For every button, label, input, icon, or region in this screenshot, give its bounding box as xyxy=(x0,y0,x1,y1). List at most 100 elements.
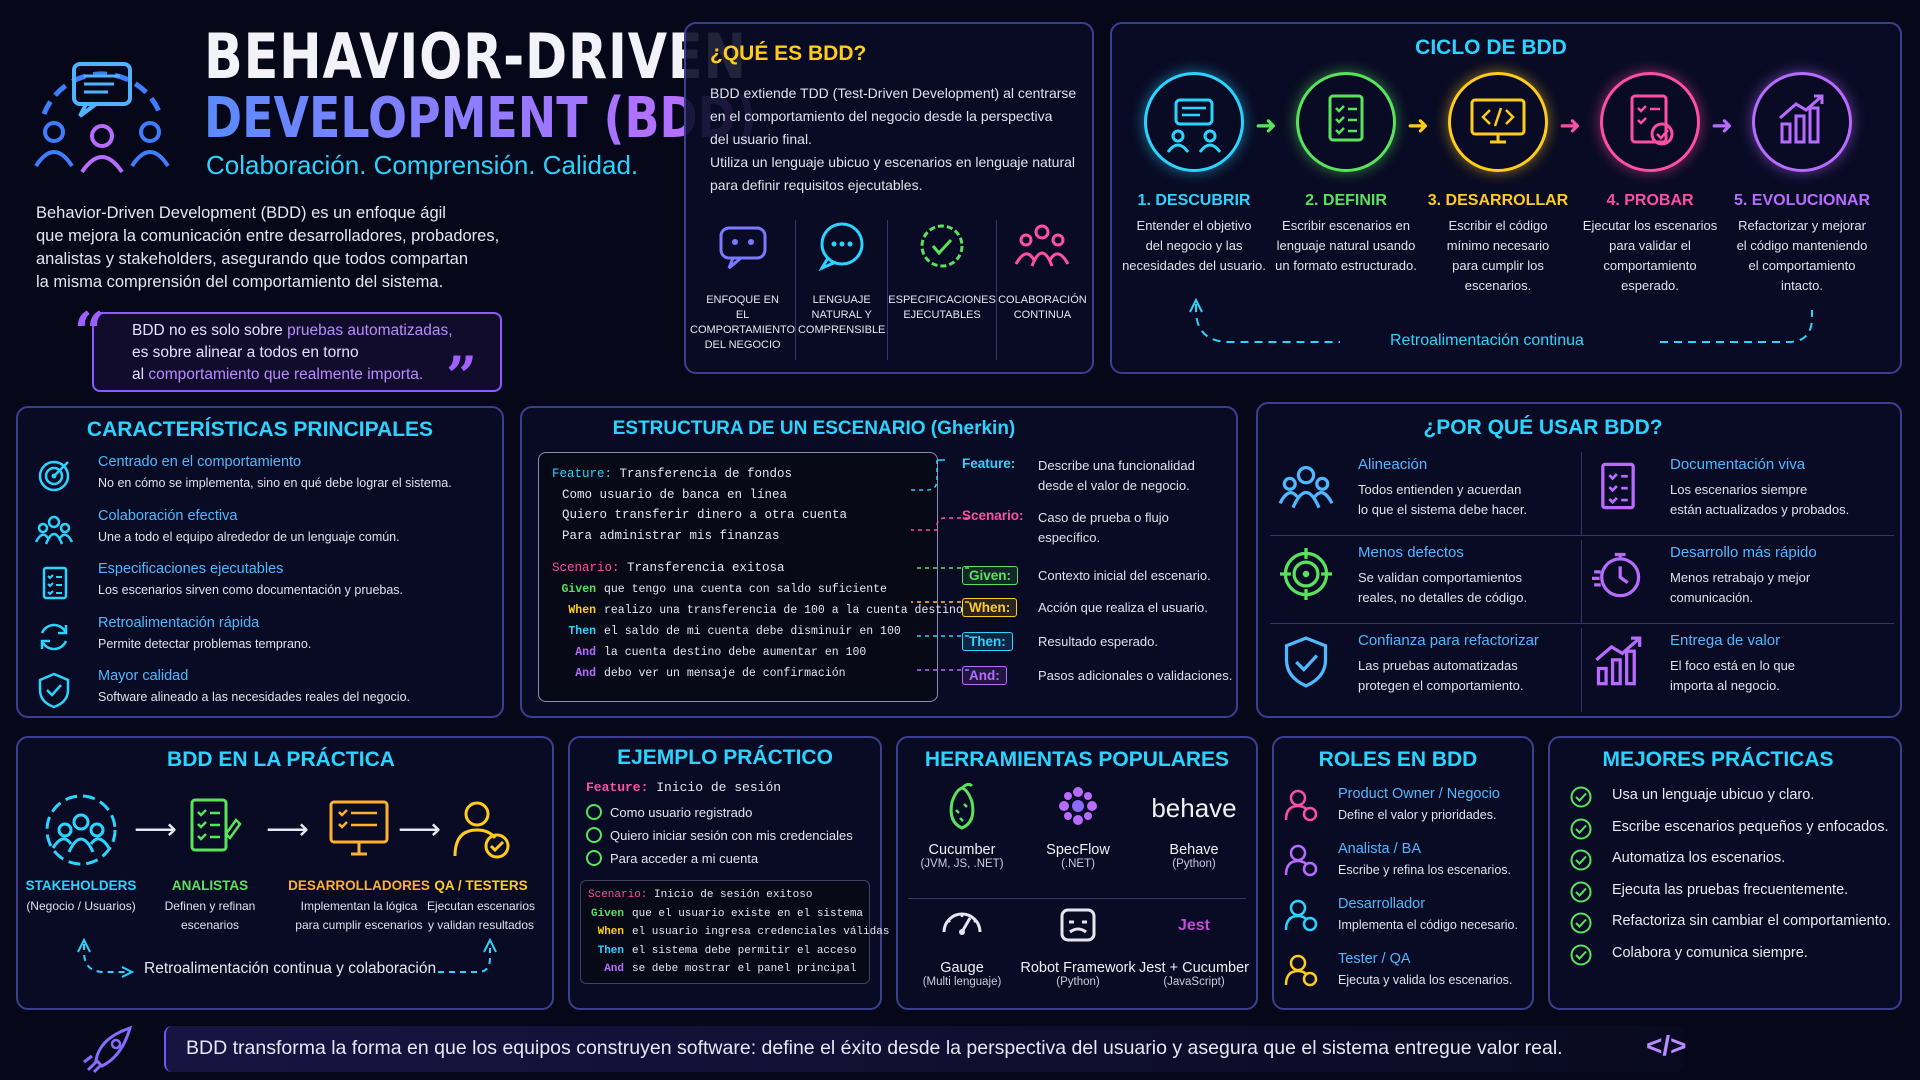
gherkin-legend-desc: Acción que realiza el usuario. xyxy=(1038,598,1208,618)
features-title: CARACTERÍSTICAS PRINCIPALES xyxy=(86,418,434,441)
developer-icon xyxy=(1284,898,1318,932)
what-is-bdd-panel xyxy=(684,22,1094,374)
role-title: Tester / QA xyxy=(1338,951,1411,967)
tool-subtitle: (Python) xyxy=(1172,858,1216,870)
cycle-feedback-arrow xyxy=(1189,297,1830,350)
cycle-step-desc-line: para cumplir los xyxy=(1452,258,1544,273)
tool-name: Gauge xyxy=(940,960,984,976)
why-bdd-item-desc-line: Se validan comportamientos xyxy=(1358,570,1523,585)
cycle-step-desc-line: un formato estructurado. xyxy=(1275,258,1417,273)
gherkin-legend-desc-line: Pasos adicionales o validaciones. xyxy=(1038,668,1233,683)
example-step-text: el usuario ingresa credenciales válidas xyxy=(632,926,890,938)
tools-panel xyxy=(896,736,1258,1010)
document-icon xyxy=(36,565,72,601)
practice-feedback-label: Retroalimentación continua y colaboració… xyxy=(144,960,437,977)
gherkin-legend-keyword: Feature: xyxy=(962,456,1016,471)
gherkin-legend-desc-line: Resultado esperado. xyxy=(1038,634,1158,649)
check-circle-icon xyxy=(1570,944,1592,966)
check-circle-icon xyxy=(1570,786,1592,808)
gherkin-code: Feature: Transferencia de fondos Como us… xyxy=(552,464,963,684)
gherkin-legend-keyword: And: xyxy=(962,666,1007,685)
why-bdd-item-title: Menos defectos xyxy=(1358,544,1464,561)
feature-item-title: Centrado en el comportamiento xyxy=(98,454,302,470)
practice-role-desc-line: Definen y refinan xyxy=(164,899,256,913)
shield-check-icon xyxy=(1280,636,1332,688)
rocket-icon xyxy=(82,1024,138,1074)
tool-subtitle: (JVM, JS, .NET) xyxy=(920,858,1004,870)
specflow-icon xyxy=(1020,782,1136,834)
practice-role-desc-line: Implementan la lógica xyxy=(300,899,418,913)
why-bdd-item-title: Desarrollo más rápido xyxy=(1670,544,1817,561)
tool-subtitle: (Python) xyxy=(1056,976,1100,988)
role-desc: Implementa el código necesario. xyxy=(1338,918,1518,932)
refresh-icon xyxy=(36,619,72,655)
gherkin-step-text: la cuenta destino debe aumentar en 100 xyxy=(604,645,867,659)
example-story-text: Como usuario registrado xyxy=(610,805,753,820)
cycle-step-desc-line: lenguaje natural usando xyxy=(1276,238,1416,253)
cycle-step-desc-line: Entender el objetivo xyxy=(1136,218,1252,233)
gherkin-legend-desc-line: Describe una funcionalidad xyxy=(1038,458,1195,473)
develop-icon xyxy=(1448,72,1548,172)
best-practice-item: Escribe escenarios pequeños y enfocados. xyxy=(1570,816,1894,848)
tool-subtitle: (Multi lenguaje) xyxy=(922,976,1002,988)
cucumber-icon xyxy=(904,782,1020,834)
why-bdd-item: Menos defectos Se validan comportamientos… xyxy=(1270,540,1582,624)
gherkin-step-keyword: And xyxy=(575,666,596,680)
login-icon xyxy=(586,850,602,866)
role-desc: Escribe y refina los escenarios. xyxy=(1338,863,1511,877)
gauge-icon xyxy=(904,900,1020,952)
gherkin-legend-keyword: Scenario: xyxy=(962,508,1024,523)
cycle-feedback-label: Retroalimentación continua xyxy=(1390,332,1584,349)
practice-title: BDD EN LA PRÁCTICA xyxy=(167,748,395,771)
example-scenario-box xyxy=(580,880,870,984)
practice-role-desc: Implementan la lógica para cumplir escena… xyxy=(284,897,434,935)
why-bdd-item-title: Entrega de valor xyxy=(1670,632,1781,649)
practice-role: STAKEHOLDERS(Negocio / Usuarios) xyxy=(22,790,140,916)
why-bdd-title: ¿POR QUÉ USAR BDD? xyxy=(1423,416,1663,439)
why-bdd-item-desc-line: están actualizados y probados. xyxy=(1670,502,1850,517)
developers-icon xyxy=(319,790,399,870)
tool-subtitle: (JavaScript) xyxy=(1163,976,1225,988)
tools-grid: Cucumber(JVM, JS, .NET)SpecFlow(.NET)beh… xyxy=(904,782,1250,1004)
why-bdd-item-desc-line: protegen el comportamiento. xyxy=(1358,678,1524,693)
cycle-step-title: 5. EVOLUCIONAR xyxy=(1733,192,1870,209)
practice-role-desc: (Negocio / Usuarios) xyxy=(22,897,140,916)
cycle-arrow-icon: ➜ xyxy=(1407,110,1429,140)
why-bdd-item-title: Alineación xyxy=(1358,456,1428,473)
analyst-icon xyxy=(1284,843,1318,877)
footer-text: BDD transforma la forma en que los equip… xyxy=(186,1037,1563,1059)
practice-role-desc-line: para cumplir escenarios xyxy=(295,918,423,932)
gherkin-title: ESTRUCTURA DE UN ESCENARIO (Gherkin) xyxy=(612,418,1016,439)
role-title: Analista / BA xyxy=(1338,841,1422,857)
cycle-step-desc-line: escenarios. xyxy=(1464,278,1532,293)
speech-bubble-icon xyxy=(818,222,864,272)
analysts-icon xyxy=(170,790,250,870)
bdd-cycle-title: CICLO DE BDD xyxy=(1415,36,1567,59)
best-practice-item: Usa un lenguaje ubicuo y claro. xyxy=(1570,784,1894,816)
features-panel xyxy=(16,406,504,718)
gherkin-step-text: que tengo una cuenta con saldo suficient… xyxy=(604,582,887,596)
feature-item-title: Colaboración efectiva xyxy=(98,507,238,524)
cycle-step-title: 2. DEFINIR xyxy=(1305,192,1387,209)
product-owner-icon xyxy=(1284,788,1318,822)
why-bdd-panel xyxy=(1256,402,1902,718)
tools-title: HERRAMIENTAS POPULARES xyxy=(924,748,1230,771)
tool-item: SpecFlow(.NET) xyxy=(1020,782,1136,870)
gherkin-legend-desc-line: Contexto inicial del escenario. xyxy=(1038,568,1211,583)
check-circle-icon xyxy=(1570,849,1592,871)
practice-panel xyxy=(16,736,554,1010)
